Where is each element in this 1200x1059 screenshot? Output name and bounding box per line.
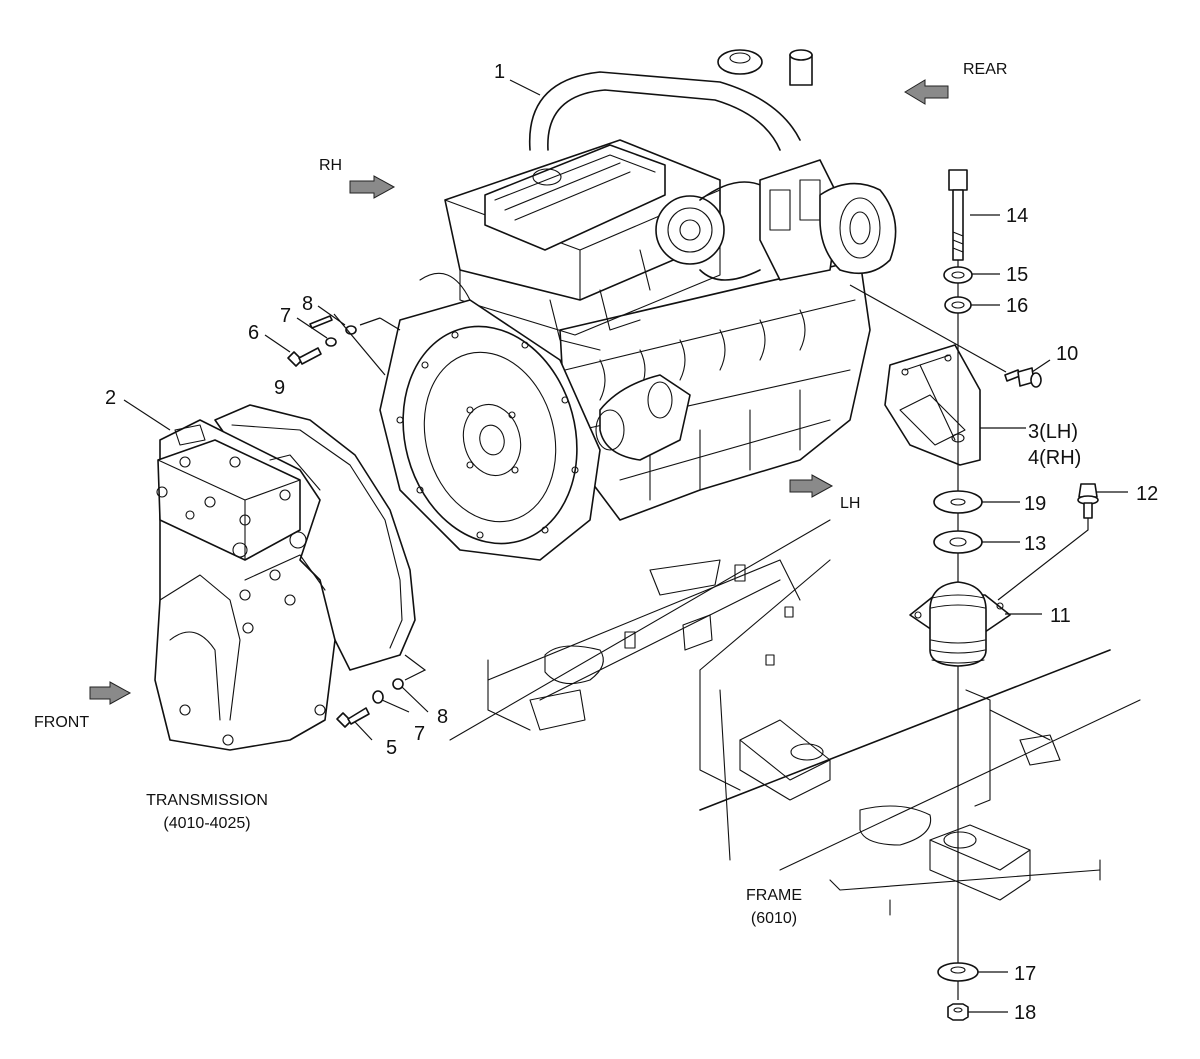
lh-label: LH (840, 495, 860, 512)
washer-7b (372, 690, 384, 704)
direction-lh: LH (789, 474, 860, 512)
callout-10: 10 (1056, 343, 1078, 365)
mount-stack (909, 169, 1099, 1021)
callout-5: 5 (386, 737, 397, 759)
callout-1: 1 (494, 61, 505, 83)
frame-caption-name: FRAME (746, 887, 802, 904)
rh-arrow-icon (349, 175, 396, 199)
transmission-caption-name: TRANSMISSION (146, 792, 268, 809)
front-label: FRONT (34, 714, 89, 731)
callout-7b: 7 (414, 723, 425, 745)
callout-6: 6 (248, 322, 259, 344)
callout-12: 12 (1136, 483, 1158, 505)
washer-16 (944, 296, 972, 314)
callouts: 1 2 3(LH) 4(RH) 5 6 7 8 9 10 11 12 13 14… (105, 61, 1158, 1024)
alternator (819, 182, 897, 275)
callout-8b: 8 (437, 706, 448, 728)
nut-15 (943, 266, 973, 284)
callout-7a: 7 (280, 305, 291, 327)
callout-8a: 8 (302, 293, 313, 315)
callout-14: 14 (1006, 205, 1028, 227)
callout-11: 11 (1050, 605, 1071, 627)
engine (379, 49, 897, 561)
callout-15: 15 (1006, 264, 1028, 286)
flywheel (402, 325, 578, 545)
frame (449, 519, 1141, 916)
callout-19: 19 (1024, 493, 1046, 515)
bolt-10 (1004, 367, 1042, 388)
direction-front: FRONT (34, 681, 132, 731)
bolt-14 (948, 169, 968, 191)
callout-9: 9 (274, 377, 285, 399)
callout-3: 3(LH) (1028, 421, 1078, 443)
bolt-12 (1078, 483, 1098, 498)
frame-caption-code: (6010) (751, 910, 797, 927)
engine-bracket (884, 344, 981, 466)
hardware (287, 315, 1042, 728)
captions: TRANSMISSION (4010-4025) FRAME (6010) (146, 792, 802, 927)
dowel-pin-9 (309, 315, 333, 329)
callout-17: 17 (1014, 963, 1036, 985)
rocker-cover (484, 144, 666, 251)
turbocharger (655, 195, 725, 265)
washer-8b (392, 678, 404, 690)
callout-18: 18 (1014, 1002, 1036, 1024)
lh-arrow-icon (789, 474, 834, 498)
front-arrow-icon (89, 681, 132, 705)
direction-rear: REAR (904, 61, 1007, 105)
callout-2: 2 (105, 387, 116, 409)
washer-19 (933, 490, 983, 514)
rear-label: REAR (963, 61, 1007, 78)
washer-7a (325, 337, 337, 347)
bolt-6 (287, 347, 322, 367)
callout-13: 13 (1024, 533, 1046, 555)
bolt-5 (336, 707, 370, 728)
leader-lines (123, 79, 1128, 1013)
transmission-caption-code: (4010-4025) (163, 815, 250, 832)
washer-13 (933, 530, 983, 554)
washer-17 (937, 962, 979, 982)
callout-4: 4(RH) (1028, 447, 1081, 469)
rear-arrow-icon (904, 79, 949, 105)
direction-rh: RH (319, 157, 396, 199)
intake-pipe (528, 71, 801, 151)
rh-label: RH (319, 157, 342, 174)
callout-16: 16 (1006, 295, 1028, 317)
transmission (154, 404, 416, 751)
